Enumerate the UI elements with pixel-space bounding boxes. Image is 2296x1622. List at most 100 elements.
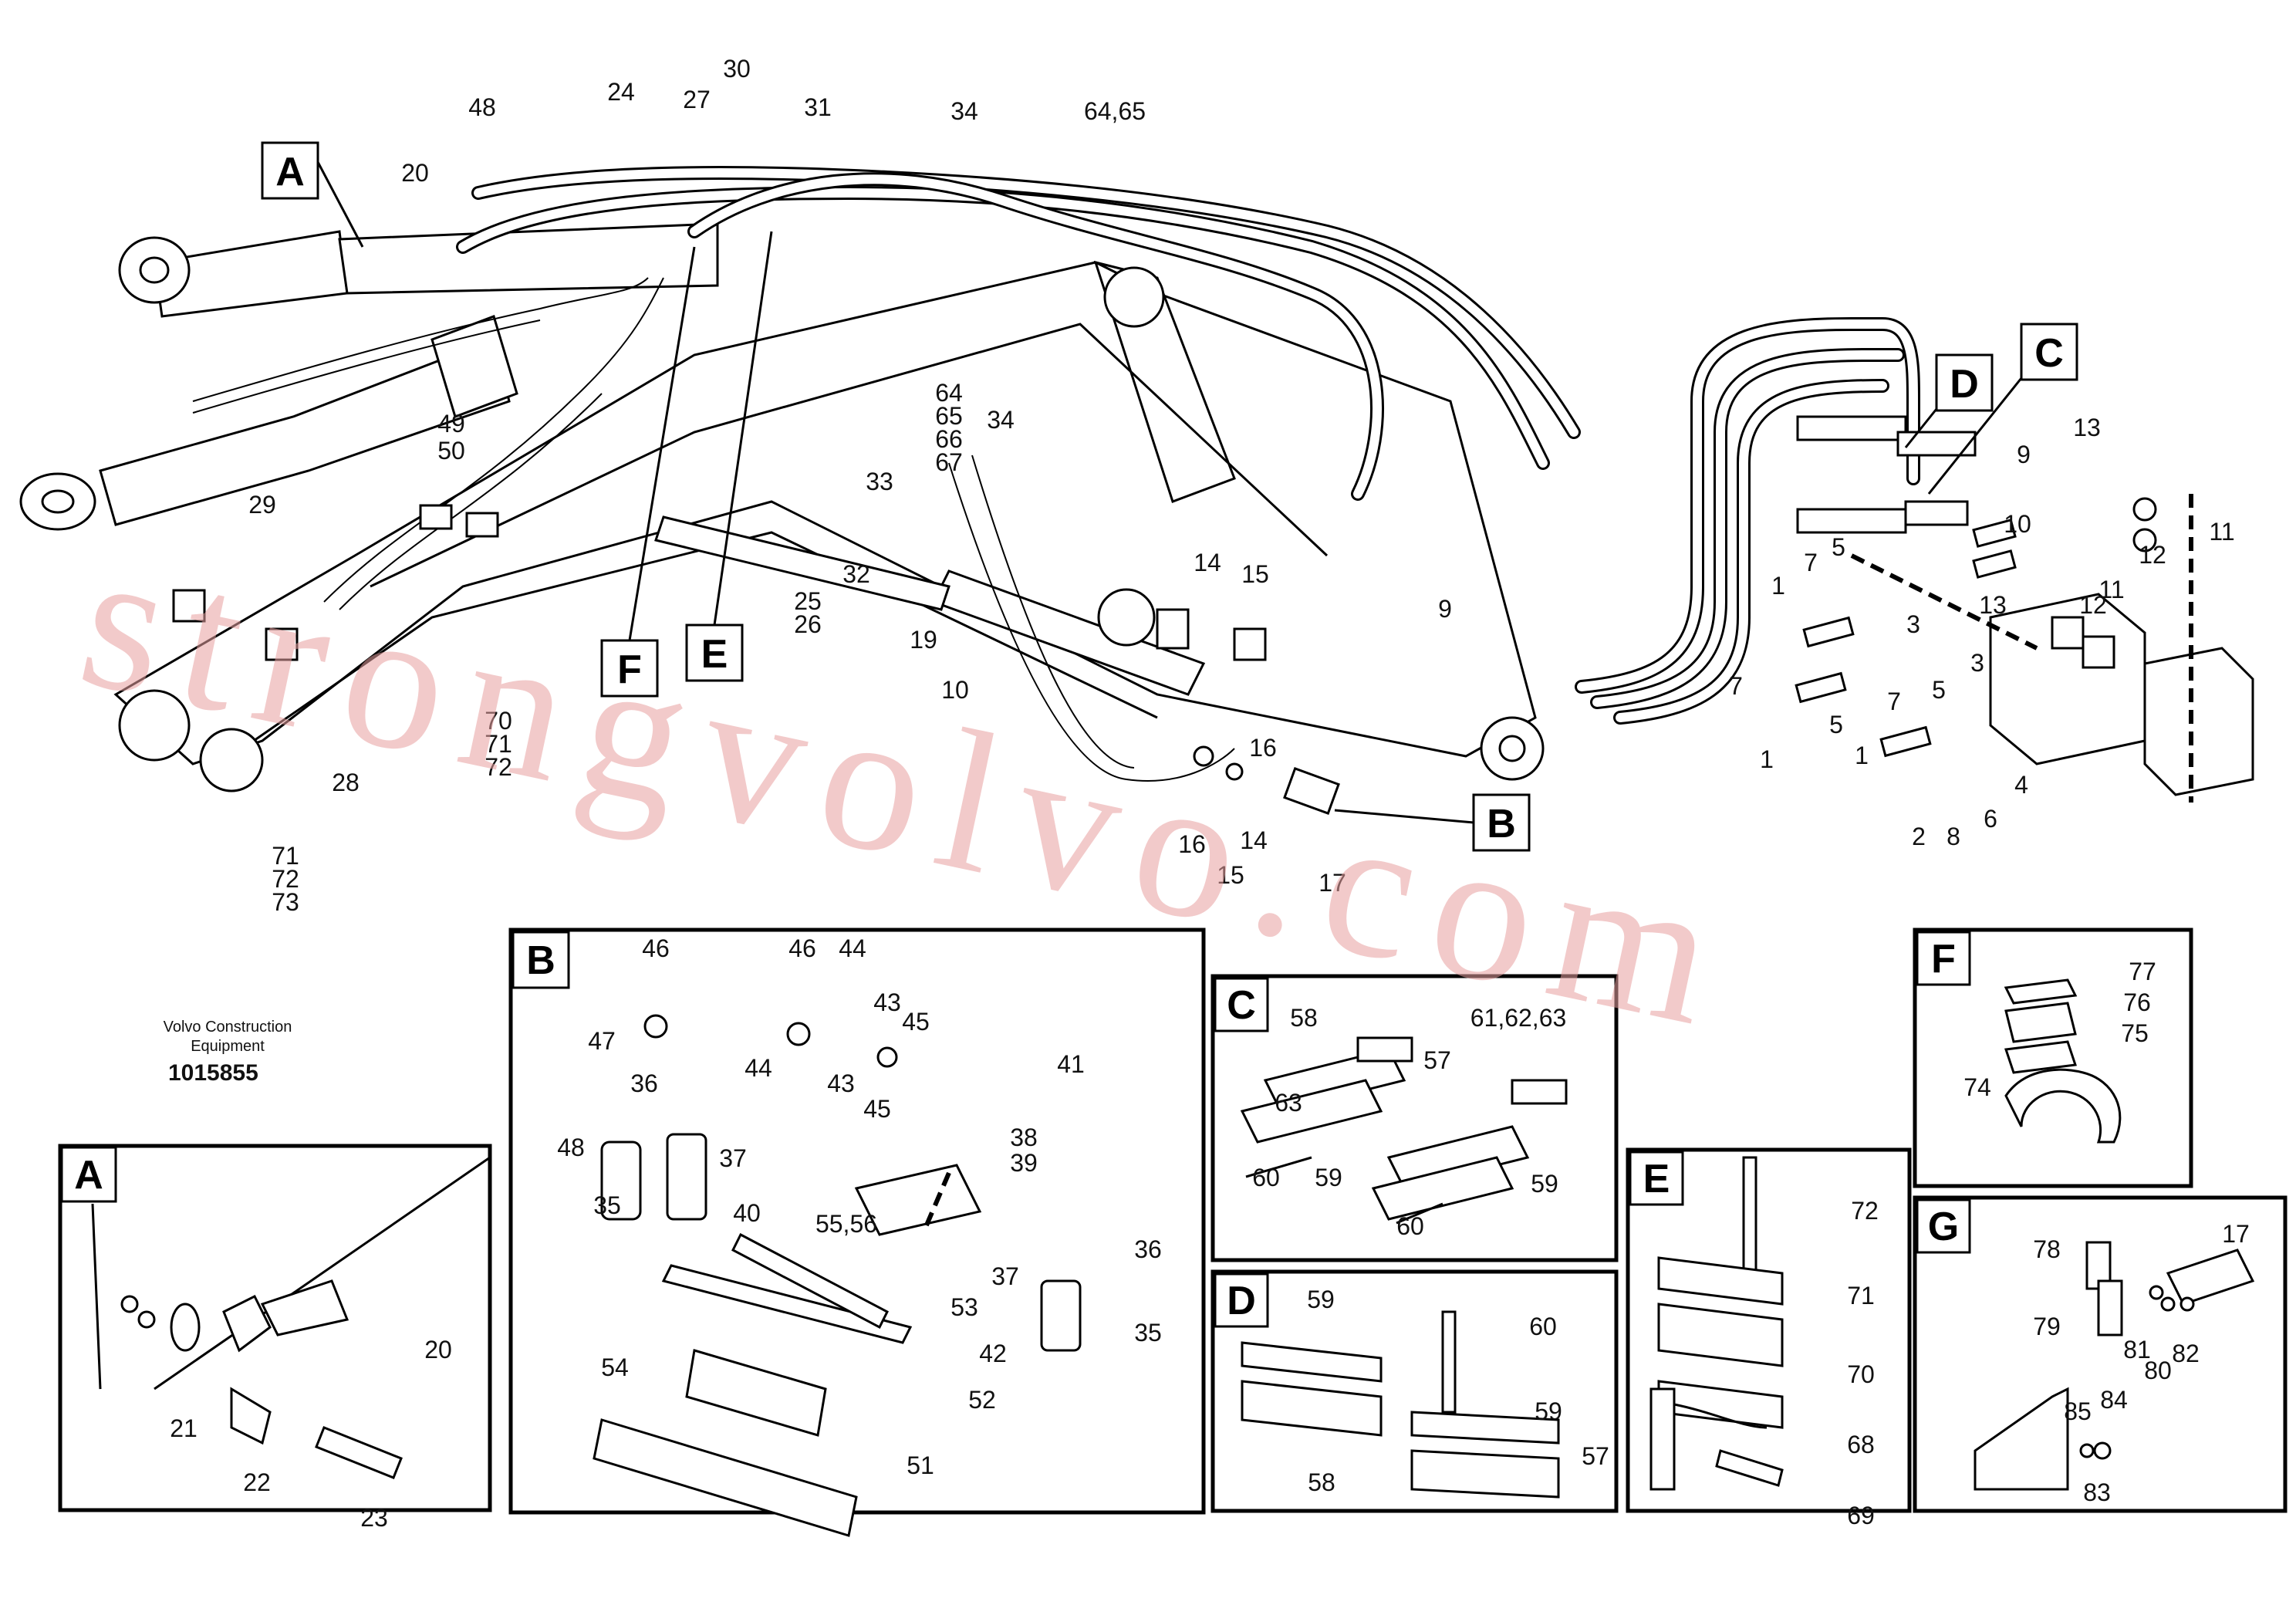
part-label: 71 [485,730,512,758]
part-label: 81 [2123,1336,2151,1363]
panel-g-caption: G [1928,1205,1959,1249]
part-label: 19 [910,626,937,654]
detail-panel-f: F 77 76 75 74 [1913,928,2193,1188]
control-valve-assembly-drawing [1575,317,2254,803]
part-label: 84 [2100,1386,2128,1414]
part-label: 37 [719,1144,747,1172]
part-label: 20 [401,159,429,187]
part-label: 59 [1307,1286,1335,1313]
part-label: 58 [1290,1004,1318,1032]
part-label: 71 [272,842,299,870]
part-label: 66 [935,425,963,453]
part-label: 60 [1252,1164,1280,1191]
main-callouts: A B C D E F [261,141,2078,852]
panel-f-caption: F [1931,937,1956,982]
panel-a-caption: A [74,1153,103,1198]
part-label: 44 [839,934,866,962]
part-label: 23 [360,1504,388,1532]
part-label: 85 [2064,1397,2092,1425]
callout-c-label: C [2034,331,2064,376]
part-label: 72 [272,865,299,893]
part-label: 64 [935,379,963,407]
part-label: 60 [1529,1313,1557,1340]
part-label: 40 [733,1199,761,1227]
part-label: 16 [1178,830,1206,858]
part-label: 3 [1970,649,1984,677]
part-label: 1 [1771,572,1785,600]
part-label: 17 [1319,869,1346,897]
part-label: 14 [1240,826,1268,854]
part-label: 48 [468,93,496,121]
part-label: 53 [950,1293,978,1321]
part-label: 12 [2139,541,2166,569]
part-label: 13 [2073,414,2101,441]
part-label: 16 [1249,734,1277,762]
part-label: 69 [1847,1502,1875,1529]
part-label: 49 [437,410,465,438]
part-label: 36 [630,1070,658,1097]
part-label: 15 [1217,861,1244,889]
callout-a-label: A [275,150,305,194]
part-label: 24 [607,78,635,106]
part-label: 48 [557,1134,585,1161]
part-label: 13 [1979,591,2007,619]
part-label: 41 [1057,1050,1085,1078]
part-label: 64,65 [1084,97,1146,125]
publisher-line2: Equipment [191,1038,265,1055]
part-label: 33 [866,468,893,495]
part-label: 37 [991,1262,1019,1290]
part-label: 35 [1134,1319,1162,1347]
part-label: 70 [1847,1360,1875,1388]
part-label: 71 [1847,1282,1875,1309]
part-label: 79 [2033,1313,2061,1340]
part-label: 5 [1832,533,1845,561]
part-label: 55,56 [815,1210,877,1238]
part-label: 7 [1887,688,1901,715]
part-label: 78 [2033,1235,2061,1263]
part-label: 43 [827,1070,855,1097]
part-label: 14 [1194,549,1221,576]
part-label: 68 [1847,1431,1875,1458]
part-label: 27 [683,86,711,113]
part-label: 57 [1423,1046,1451,1074]
part-label: 3 [1906,610,1920,638]
detail-panel-b: B 46 46 44 47 44 43 45 41 36 43 45 48 37… [508,928,1206,1537]
part-label: 39 [1010,1149,1038,1177]
part-label: 45 [863,1095,891,1123]
part-label: 59 [1315,1164,1342,1191]
part-label: 28 [332,769,360,796]
callout-f-label: F [617,647,642,692]
detail-panel-c: C 58 61,62,63 63 60 59 57 59 60 [1210,974,1619,1262]
part-label: 65 [935,402,963,430]
part-label: 9 [2017,441,2031,468]
part-label: 20 [424,1336,452,1363]
part-label: 58 [1308,1468,1335,1496]
panel-c-caption: C [1227,983,1256,1028]
part-label: 17 [2222,1220,2250,1248]
part-label: 32 [842,560,870,588]
part-label: 7 [1729,672,1743,700]
part-label: 5 [1932,676,1946,704]
part-label: 46 [642,934,670,962]
panel-d-caption: D [1227,1279,1256,1323]
part-label: 57 [1582,1442,1609,1470]
part-label: 35 [593,1191,621,1219]
part-label: 83 [2083,1478,2111,1506]
detail-panel-e: E 72 71 70 68 69 [1626,1147,1912,1529]
part-label: 63 [1275,1089,1302,1117]
detail-panel-d: D 59 60 59 58 57 [1210,1269,1619,1513]
part-label: 44 [745,1054,772,1082]
part-label: 25 [794,587,822,615]
callout-e-label: E [701,632,728,677]
part-label: 51 [907,1451,934,1479]
callout-d-label: D [1950,362,1979,407]
part-label: 50 [437,437,465,465]
part-label: 2 [1912,823,1926,850]
panel-e-caption: E [1643,1157,1670,1201]
part-label: 10 [2004,510,2031,538]
part-label: 8 [1947,823,1960,850]
part-label: 72 [485,753,512,781]
part-label: 4 [2014,771,2028,799]
part-label: 38 [1010,1124,1038,1151]
panel-b-caption: B [526,938,555,983]
